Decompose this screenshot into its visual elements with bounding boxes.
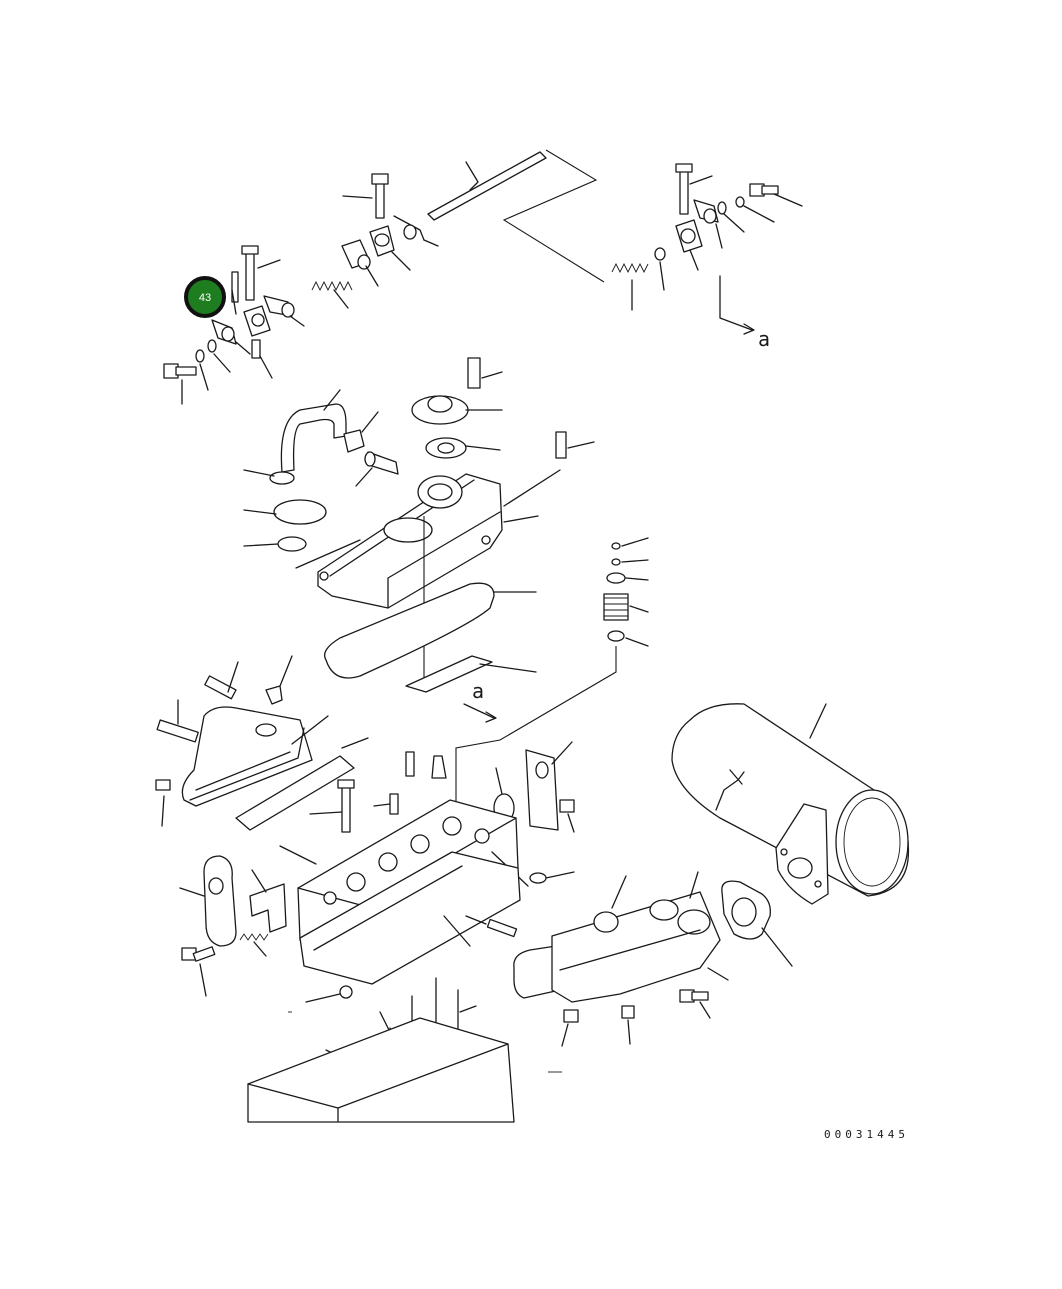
head-cover-assembly [295,357,595,693]
exhaust-manifold [513,871,793,1047]
callout-43[interactable]: 43 [184,276,226,318]
valves-and-block [247,977,515,1123]
callout-43-label: 43 [199,292,211,304]
breather-assembly [243,389,399,552]
rocker-shaft-assembly [163,149,803,405]
reference-mark-top: a [758,327,770,351]
valve-spring-parts [455,537,649,820]
muffler [671,703,910,905]
cylinder-head [279,741,575,1003]
callout-43-circle[interactable] [184,276,226,318]
water-pump-parts [179,855,287,997]
water-outlet-assembly [155,655,369,831]
reference-mark-middle: a [472,679,484,703]
reference-arrow-middle [463,703,497,723]
drawing-number: 00031445 [824,1128,909,1141]
